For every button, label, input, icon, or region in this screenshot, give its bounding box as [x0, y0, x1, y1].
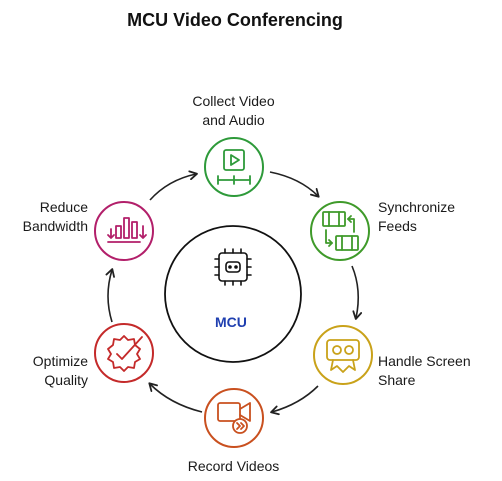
- step-reduce-bandwidth-node: [94, 201, 154, 261]
- label-line: Reduce: [39, 199, 88, 215]
- step-optimize-quality-label: Optimize Quality: [10, 352, 88, 390]
- step-reduce-bandwidth-label: Reduce Bandwidth: [4, 198, 88, 236]
- gear-check-icon: [107, 335, 143, 372]
- label-line: Synchronize: [378, 199, 456, 215]
- label-line: Quality: [44, 372, 88, 388]
- step-collect-video-node: [204, 137, 264, 197]
- arrow-record-to-optimize: [148, 382, 203, 413]
- screen-share-icon: [326, 339, 360, 373]
- label-line: and Audio: [202, 112, 265, 128]
- step-optimize-quality-node: [94, 323, 154, 383]
- arrow-optimize-to-reduce: [105, 268, 115, 323]
- arrow-share-to-record: [270, 385, 319, 416]
- mcu-center-node: [164, 225, 302, 363]
- bandwidth-bars-icon: [107, 217, 147, 243]
- step-record-videos-node: [204, 388, 264, 448]
- video-record-icon: [217, 402, 251, 434]
- label-line: Record Videos: [187, 458, 280, 474]
- video-play-icon: [217, 149, 251, 185]
- arrow-sync-to-share: [351, 265, 363, 320]
- mcu-center-label: MCU: [215, 314, 247, 330]
- chip-robot-icon: [214, 248, 252, 286]
- arrow-reduce-to-collect: [149, 170, 198, 201]
- label-line: Share: [378, 372, 416, 388]
- step-screen-share-label: Handle Screen Share: [378, 352, 498, 390]
- step-record-videos-label: Record Videos: [166, 457, 301, 476]
- step-screen-share-node: [313, 325, 373, 385]
- film-sync-icon: [322, 211, 359, 251]
- arrow-collect-to-sync: [269, 171, 320, 198]
- step-collect-video-label: Collect Video and Audio: [166, 92, 301, 130]
- step-synchronize-feeds-node: [310, 201, 370, 261]
- diagram-title: MCU Video Conferencing: [127, 10, 343, 30]
- label-line: Collect Video: [192, 93, 275, 109]
- label-line: Handle Screen: [378, 353, 471, 369]
- label-line: Optimize: [32, 353, 88, 369]
- label-line: Bandwidth: [22, 218, 88, 234]
- step-synchronize-feeds-label: Synchronize Feeds: [378, 198, 493, 236]
- label-line: Feeds: [378, 218, 417, 234]
